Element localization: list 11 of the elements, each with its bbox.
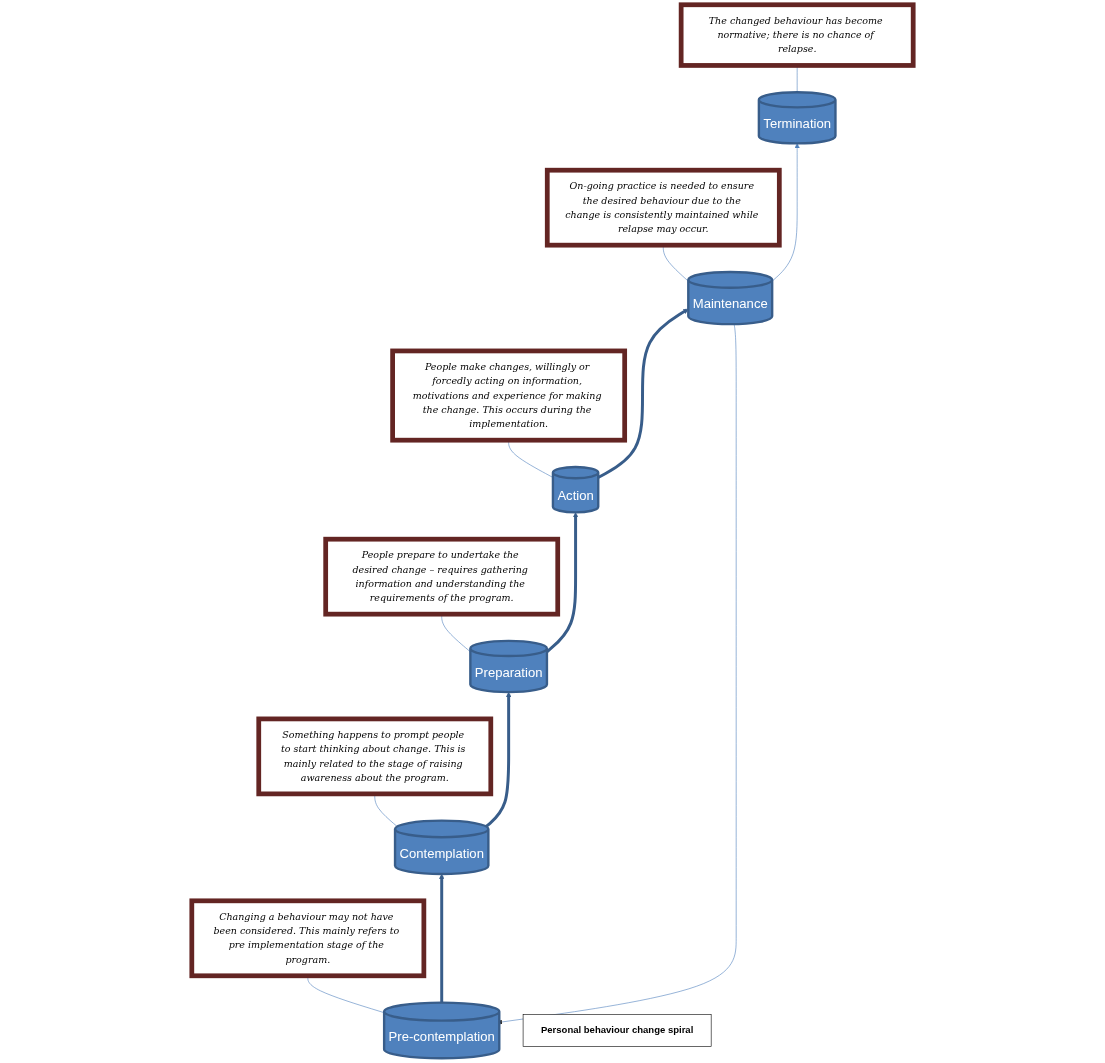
arrow bbox=[439, 873, 445, 1003]
arrow bbox=[597, 308, 689, 479]
node-box: Something happens to prompt people to start thinking about change. This is mainly related to the stage of raising awareness about the program. bbox=[256, 716, 494, 797]
node-box: On-going practice is needed to ensure the desired behaviour due to the change is consistently maintained while relapse may occur. bbox=[544, 167, 782, 248]
arrow bbox=[485, 691, 512, 828]
node-box: Personal behaviour change spiral bbox=[522, 1014, 712, 1047]
node-box: The changed behaviour has become normative; there is no chance of relapse. bbox=[678, 2, 916, 68]
arrow bbox=[546, 512, 579, 653]
node-box: People make changes, willingly or forcedly acting on information, motivations and experience for making the change. This occurs during the implementation. bbox=[390, 348, 628, 443]
node-box: Changing a behaviour may not have been considered. This mainly refers to pre implementation stage of the program. bbox=[189, 898, 427, 979]
node-box: People prepare to undertake the desired change – requires gathering information and understanding the requirements of the program. bbox=[323, 536, 561, 617]
